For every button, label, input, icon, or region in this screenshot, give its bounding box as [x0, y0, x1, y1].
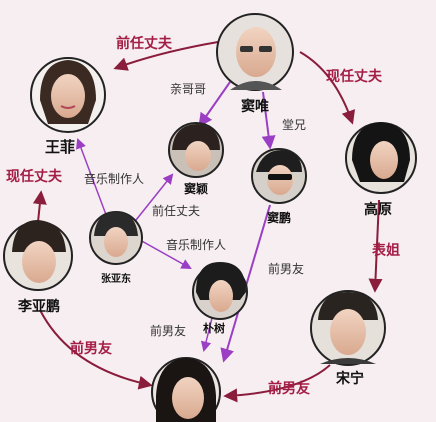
name-wang-fei: 王菲 [44, 138, 76, 156]
edge-doupeng-bottom [220, 204, 271, 363]
edge-pushu-bottom [200, 317, 213, 353]
portrait-song-ning [310, 290, 386, 366]
name-dou-wei: 窦唯 [241, 99, 269, 115]
label-ex-boyfriend-li: 前男友 [70, 341, 112, 357]
label-music-producer-2: 音乐制作人 [166, 238, 227, 252]
label-ex-boyfriend-peng: 前男友 [268, 262, 305, 276]
edge-douwei-doupeng [261, 91, 276, 150]
edge-liyapeng-bottom [39, 309, 153, 390]
edge-douwei-wangfei [113, 41, 219, 71]
portrait-zhang-yadong [89, 211, 143, 265]
edge-douwei-gaoyuan [299, 51, 356, 125]
name-li-yapeng: 李亚鹏 [18, 299, 60, 315]
name-dou-peng: 窦鹏 [266, 211, 292, 225]
label-ex-husband-top: 前任丈夫 [116, 36, 172, 52]
portrait-pu-shu [192, 262, 248, 320]
edge-zhangyadong-pushu [139, 239, 192, 270]
portrait-bottom-woman [151, 357, 221, 422]
portrait-dou-wei [216, 13, 294, 91]
name-dou-ying: 窦颖 [183, 182, 209, 196]
label-ex-boyfriend-pu: 前男友 [150, 324, 187, 338]
label-current-husband-right: 现任丈夫 [326, 69, 382, 85]
name-zhang-yadong: 张亚东 [101, 274, 131, 285]
portrait-wang-fei [30, 57, 106, 133]
edge-douwei-douying [198, 81, 231, 128]
edge-zhangyadong-wangfei [76, 138, 109, 221]
name-pu-shu: 朴树 [203, 322, 225, 335]
label-current-husband-left: 现任丈夫 [6, 169, 62, 185]
label-ex-husband-mid: 前任丈夫 [152, 204, 201, 218]
label-music-producer-1: 音乐制作人 [84, 172, 145, 186]
edge-gaoyuan-songning [368, 199, 383, 293]
label-ex-boyfriend-song: 前男友 [268, 381, 310, 397]
edge-liyapeng-wangfei [32, 190, 47, 223]
label-cousin-sister: 表姐 [372, 243, 400, 259]
portrait-dou-ying [168, 122, 224, 178]
name-gao-yuan: 高原 [364, 202, 392, 218]
portrait-dou-peng [251, 148, 307, 204]
label-brother: 亲哥哥 [170, 82, 207, 96]
label-cousin: 堂兄 [282, 118, 307, 132]
name-song-ning: 宋宁 [336, 371, 364, 387]
edge-songning-bottom [223, 364, 331, 403]
portrait-gao-yuan [345, 122, 417, 194]
portrait-li-yapeng [3, 220, 73, 291]
